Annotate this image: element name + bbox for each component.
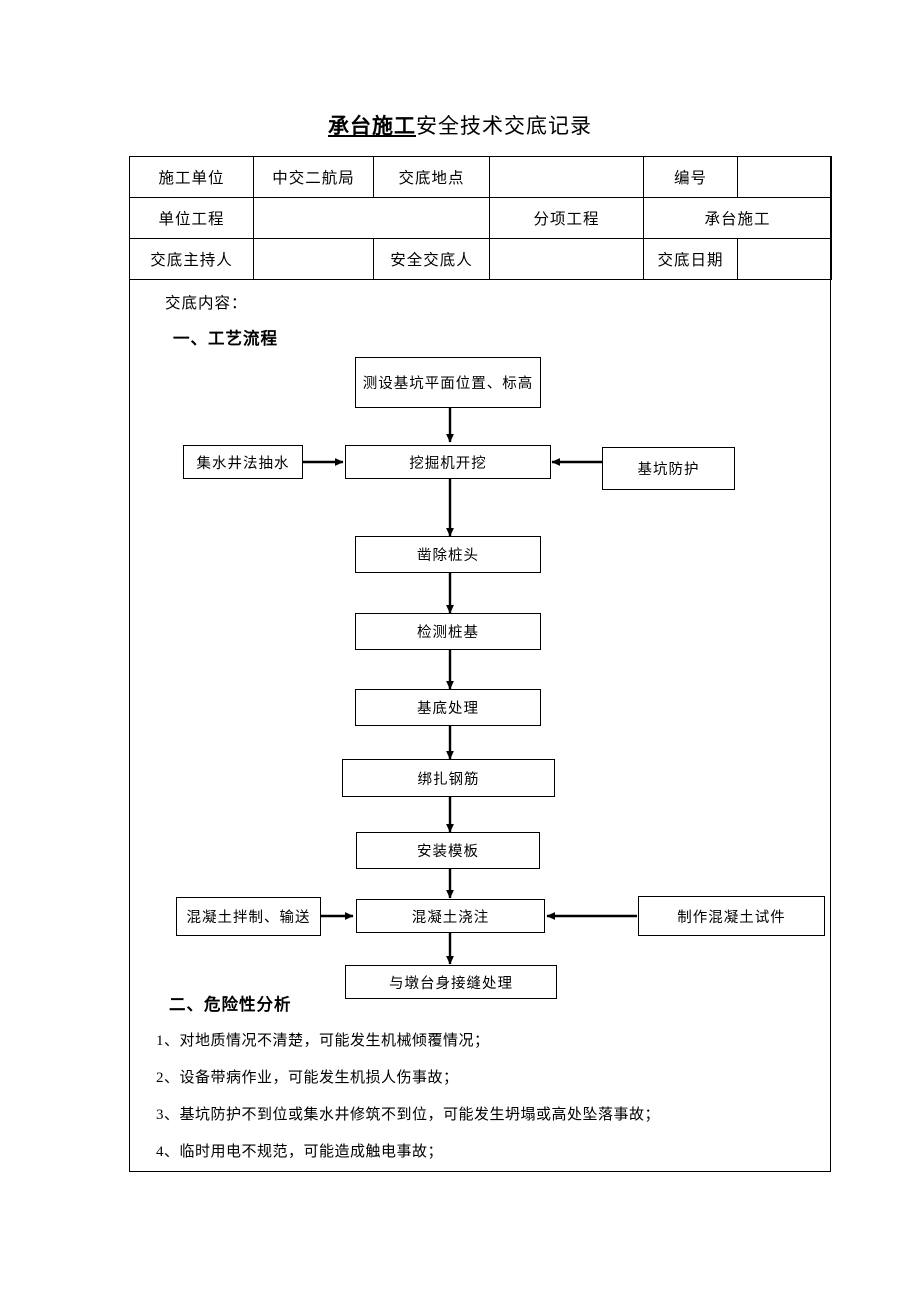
value-serial-number[interactable] [737, 156, 832, 198]
briefing-content-label: 交底内容： [165, 295, 248, 312]
page-title: 承台施工安全技术交底记录 [0, 110, 920, 140]
value-briefing-host[interactable] [253, 238, 374, 280]
label-briefing-place: 交底地点 [373, 156, 490, 198]
header-table: 施工单位 中交二航局 交底地点 编号 单位工程 分项工程 承台施工 交底主持人 … [129, 156, 832, 280]
value-unit-project[interactable] [253, 197, 490, 239]
content-area: 交底内容： 一、工艺流程 [129, 281, 831, 1172]
flow-node-chisel-pile-head[interactable]: 凿除桩头 [355, 536, 541, 573]
label-serial-number: 编号 [643, 156, 738, 198]
flow-node-formwork-installation[interactable]: 安装模板 [356, 832, 540, 869]
flowchart-connectors [303, 408, 637, 965]
label-construction-unit: 施工单位 [129, 156, 254, 198]
table-row: 单位工程 分项工程 承台施工 [129, 197, 832, 239]
label-safety-presenter: 安全交底人 [373, 238, 490, 280]
value-construction-unit[interactable]: 中交二航局 [253, 156, 374, 198]
risk-item: 1、对地质情况不清楚，可能发生机械倾覆情况； [156, 1033, 490, 1049]
table-row: 交底主持人 安全交底人 交底日期 [129, 238, 832, 280]
flow-node-base-treatment[interactable]: 基底处理 [355, 689, 541, 726]
section-heading-process-flow: 一、工艺流程 [173, 329, 278, 348]
label-unit-project: 单位工程 [129, 197, 254, 239]
label-sub-project: 分项工程 [489, 197, 644, 239]
flow-node-pit-protection[interactable]: 基坑防护 [602, 447, 735, 490]
flow-node-pile-foundation-test[interactable]: 检测桩基 [355, 613, 541, 650]
label-briefing-date: 交底日期 [643, 238, 738, 280]
section-heading-risk-analysis: 二、危险性分析 [169, 995, 292, 1014]
flow-node-concrete-pouring[interactable]: 混凝土浇注 [356, 899, 545, 933]
page-title-emphasis: 承台施工 [328, 114, 416, 138]
process-flowchart: 测设基坑平面位置、标高 集水井法抽水 挖掘机开挖 基坑防护 凿除桩头 检测桩基 … [129, 281, 831, 999]
value-briefing-place[interactable] [489, 156, 644, 198]
flow-node-sump-dewatering[interactable]: 集水井法抽水 [183, 445, 303, 479]
flow-node-excavator-excavation[interactable]: 挖掘机开挖 [345, 445, 551, 479]
page-title-rest: 安全技术交底记录 [416, 114, 592, 138]
flow-node-concrete-mixing-transport[interactable]: 混凝土拌制、输送 [176, 897, 321, 936]
risk-item: 3、基坑防护不到位或集水井修筑不到位，可能发生坍塌或高处坠落事故； [156, 1107, 661, 1123]
risk-item: 2、设备带病作业，可能发生机损人伤事故； [156, 1070, 459, 1086]
label-briefing-host: 交底主持人 [129, 238, 254, 280]
flow-node-survey-pit-position[interactable]: 测设基坑平面位置、标高 [355, 357, 541, 408]
flow-node-rebar-binding[interactable]: 绑扎钢筋 [342, 759, 555, 797]
table-row: 施工单位 中交二航局 交底地点 编号 [129, 156, 832, 198]
flow-node-joint-treatment-with-pier[interactable]: 与墩台身接缝处理 [345, 965, 557, 999]
value-briefing-date[interactable] [737, 238, 832, 280]
value-sub-project[interactable]: 承台施工 [643, 197, 832, 239]
value-safety-presenter[interactable] [489, 238, 644, 280]
risk-item: 4、临时用电不规范，可能造成触电事故； [156, 1144, 444, 1160]
flow-node-make-concrete-specimen[interactable]: 制作混凝土试件 [638, 896, 825, 936]
